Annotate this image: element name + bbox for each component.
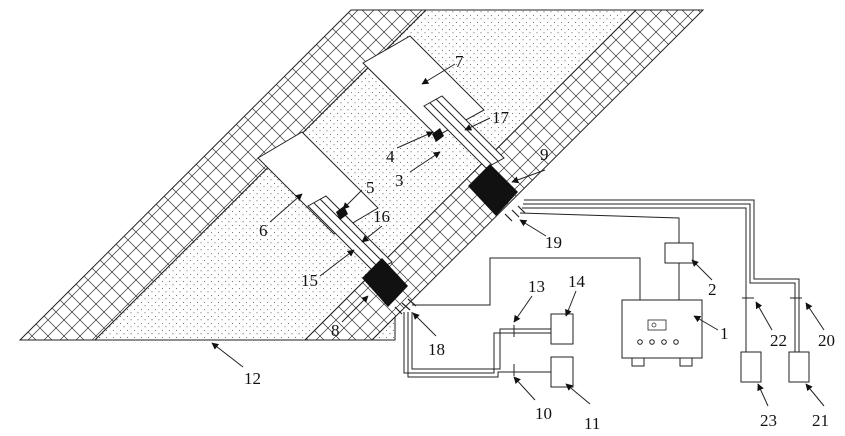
label-3: 3 <box>395 171 404 190</box>
device-box-2 <box>665 243 693 263</box>
control-knob-3 <box>662 340 667 345</box>
label-20: 20 <box>818 331 835 350</box>
label-4: 4 <box>386 147 395 166</box>
control-knob-4 <box>674 340 679 345</box>
label-17: 17 <box>492 108 510 127</box>
label-19: 19 <box>545 233 562 252</box>
device-box-23 <box>741 352 761 382</box>
label-22: 22 <box>770 331 787 350</box>
control-box-display <box>648 320 666 330</box>
label-23: 23 <box>760 411 777 430</box>
label-5: 5 <box>366 178 375 197</box>
control-box <box>622 300 702 366</box>
label-2: 2 <box>708 280 717 299</box>
label-8: 8 <box>331 321 340 340</box>
device-box-14 <box>551 314 573 344</box>
label-6: 6 <box>259 221 268 240</box>
device-box-11 <box>551 357 573 387</box>
label-21: 21 <box>812 411 829 430</box>
label-7: 7 <box>455 52 464 71</box>
label-12: 12 <box>244 369 261 388</box>
label-11: 11 <box>584 414 600 433</box>
label-14: 14 <box>568 272 586 291</box>
device-box-21 <box>789 352 809 382</box>
label-16: 16 <box>373 207 390 226</box>
label-10: 10 <box>535 404 552 423</box>
label-1: 1 <box>720 324 729 343</box>
label-15: 15 <box>301 271 318 290</box>
control-knob-1 <box>638 340 643 345</box>
label-9: 9 <box>540 145 549 164</box>
label-18: 18 <box>428 340 445 359</box>
label-13: 13 <box>528 277 545 296</box>
control-knob-2 <box>650 340 655 345</box>
rock-strata <box>20 10 703 340</box>
